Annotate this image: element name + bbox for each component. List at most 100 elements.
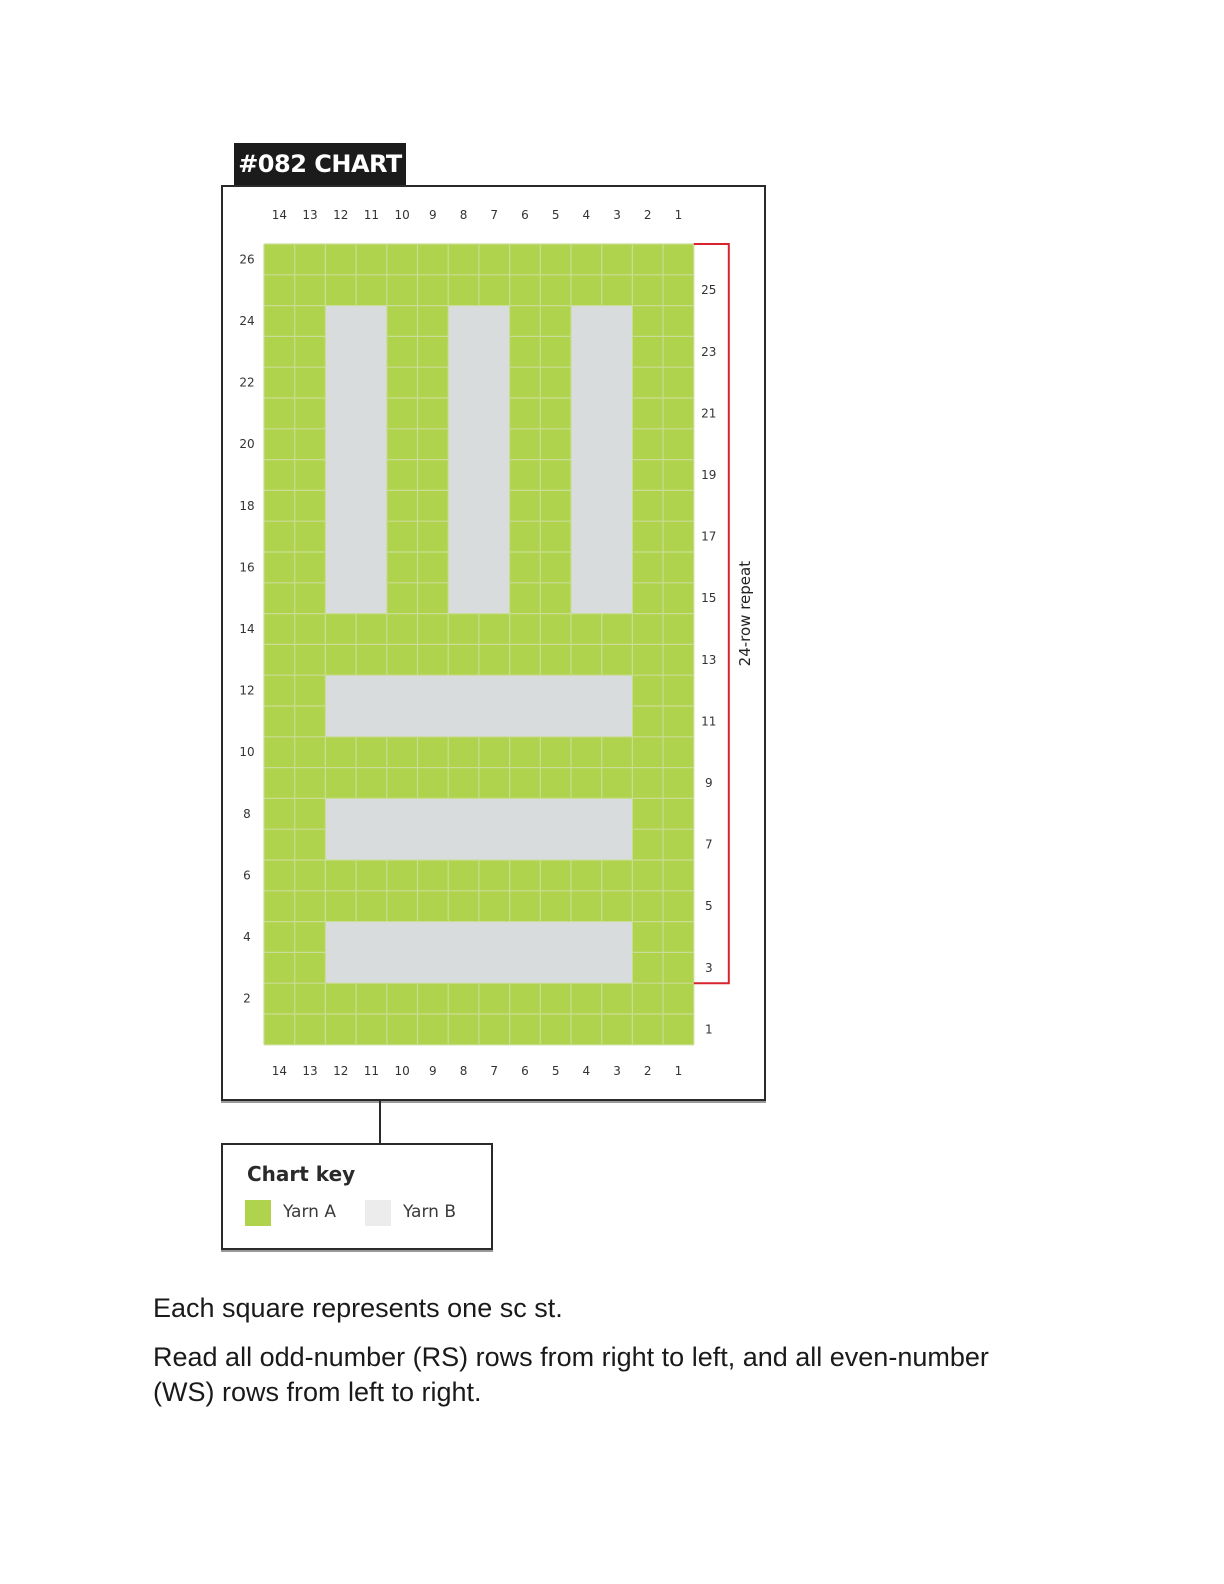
repeat-label: 24-row repeat	[736, 561, 754, 667]
cell-yarn-a	[448, 613, 479, 645]
cell-yarn-a	[294, 921, 326, 953]
cell-yarn-a	[386, 736, 418, 768]
column-label-top: 10	[395, 208, 410, 222]
cell-yarn-a	[294, 952, 326, 984]
cell-yarn-a	[632, 706, 664, 737]
cell-yarn-a	[325, 890, 357, 922]
cell-yarn-a	[294, 890, 326, 922]
cell-yarn-a	[601, 767, 633, 799]
cell-yarn-a	[571, 767, 602, 799]
cell-yarn-a	[448, 644, 479, 676]
yarn-b-block	[326, 799, 632, 860]
cell-yarn-a	[632, 582, 664, 614]
cell-yarn-a	[294, 983, 326, 1014]
cell-yarn-a	[386, 613, 418, 645]
cell-yarn-a	[632, 736, 664, 768]
cell-yarn-a	[540, 336, 571, 368]
cell-yarn-a	[509, 490, 541, 522]
cell-yarn-a	[264, 921, 295, 953]
cell-yarn-a	[386, 428, 418, 460]
cell-yarn-a	[509, 644, 541, 676]
cell-yarn-a	[356, 736, 387, 768]
cell-yarn-a	[509, 336, 541, 368]
cell-yarn-a	[478, 613, 510, 645]
column-label-top: 14	[272, 208, 287, 222]
cell-yarn-a	[294, 582, 326, 614]
cell-yarn-a	[509, 398, 541, 429]
cell-yarn-a	[540, 890, 571, 922]
cell-yarn-a	[540, 860, 571, 891]
cell-yarn-a	[294, 1014, 326, 1045]
cell-yarn-a	[356, 1014, 387, 1045]
cell-yarn-a	[540, 244, 571, 275]
cell-yarn-a	[294, 860, 326, 891]
cell-yarn-a	[509, 552, 541, 583]
cell-yarn-a	[264, 459, 295, 491]
cell-yarn-a	[294, 274, 326, 306]
column-label-bottom: 13	[302, 1064, 317, 1078]
cell-yarn-a	[601, 890, 633, 922]
column-label-top: 6	[521, 208, 529, 222]
cell-yarn-a	[663, 983, 694, 1014]
cell-yarn-a	[294, 736, 326, 768]
cell-yarn-a	[601, 1014, 633, 1045]
key-connector-line	[379, 1099, 381, 1143]
column-label-bottom: 12	[333, 1064, 348, 1078]
column-label-top: 11	[364, 208, 379, 222]
cell-yarn-a	[264, 798, 295, 830]
cell-yarn-a	[509, 521, 541, 552]
cell-yarn-a	[540, 736, 571, 768]
cell-yarn-a	[540, 398, 571, 429]
cell-yarn-a	[356, 644, 387, 676]
column-label-bottom: 9	[429, 1064, 437, 1078]
cell-yarn-a	[294, 675, 326, 706]
cell-yarn-a	[264, 552, 295, 583]
row-label-right: 21	[701, 406, 716, 420]
cell-yarn-a	[478, 644, 510, 676]
column-label-bottom: 6	[521, 1064, 529, 1078]
cell-yarn-a	[264, 706, 295, 737]
cell-yarn-a	[509, 736, 541, 768]
cell-yarn-a	[663, 952, 694, 984]
row-label-left: 4	[243, 930, 251, 944]
row-label-left: 18	[239, 499, 254, 513]
chart-key: Chart key Yarn A Yarn B	[221, 1143, 493, 1250]
cell-yarn-a	[448, 983, 479, 1014]
cell-yarn-a	[294, 398, 326, 429]
cell-yarn-a	[632, 490, 664, 522]
cell-yarn-a	[571, 983, 602, 1014]
cell-yarn-a	[264, 890, 295, 922]
cell-yarn-a	[386, 305, 418, 337]
cell-yarn-a	[509, 890, 541, 922]
cell-yarn-a	[356, 767, 387, 799]
cell-yarn-a	[448, 274, 479, 306]
cell-yarn-a	[386, 521, 418, 552]
cell-yarn-a	[663, 336, 694, 368]
chart-key-title: Chart key	[247, 1162, 356, 1186]
cell-yarn-a	[264, 398, 295, 429]
cell-yarn-a	[417, 860, 449, 891]
cell-yarn-a	[294, 336, 326, 368]
cell-yarn-a	[663, 490, 694, 522]
cell-yarn-a	[632, 767, 664, 799]
cell-yarn-a	[264, 305, 295, 337]
cell-yarn-a	[448, 736, 479, 768]
cell-yarn-a	[632, 952, 664, 984]
cell-yarn-a	[294, 367, 326, 398]
cell-yarn-a	[478, 274, 510, 306]
cell-yarn-a	[478, 1014, 510, 1045]
cell-yarn-a	[386, 336, 418, 368]
cell-yarn-a	[325, 1014, 357, 1045]
cell-yarn-a	[417, 459, 449, 491]
row-label-right: 15	[701, 591, 716, 605]
cell-yarn-a	[663, 736, 694, 768]
row-label-left: 10	[239, 745, 254, 759]
cell-yarn-a	[632, 244, 664, 275]
cell-yarn-a	[632, 798, 664, 830]
cell-yarn-a	[264, 367, 295, 398]
cell-yarn-a	[417, 644, 449, 676]
cell-yarn-a	[509, 767, 541, 799]
cell-yarn-a	[663, 829, 694, 860]
cell-yarn-a	[325, 860, 357, 891]
cell-yarn-a	[417, 367, 449, 398]
